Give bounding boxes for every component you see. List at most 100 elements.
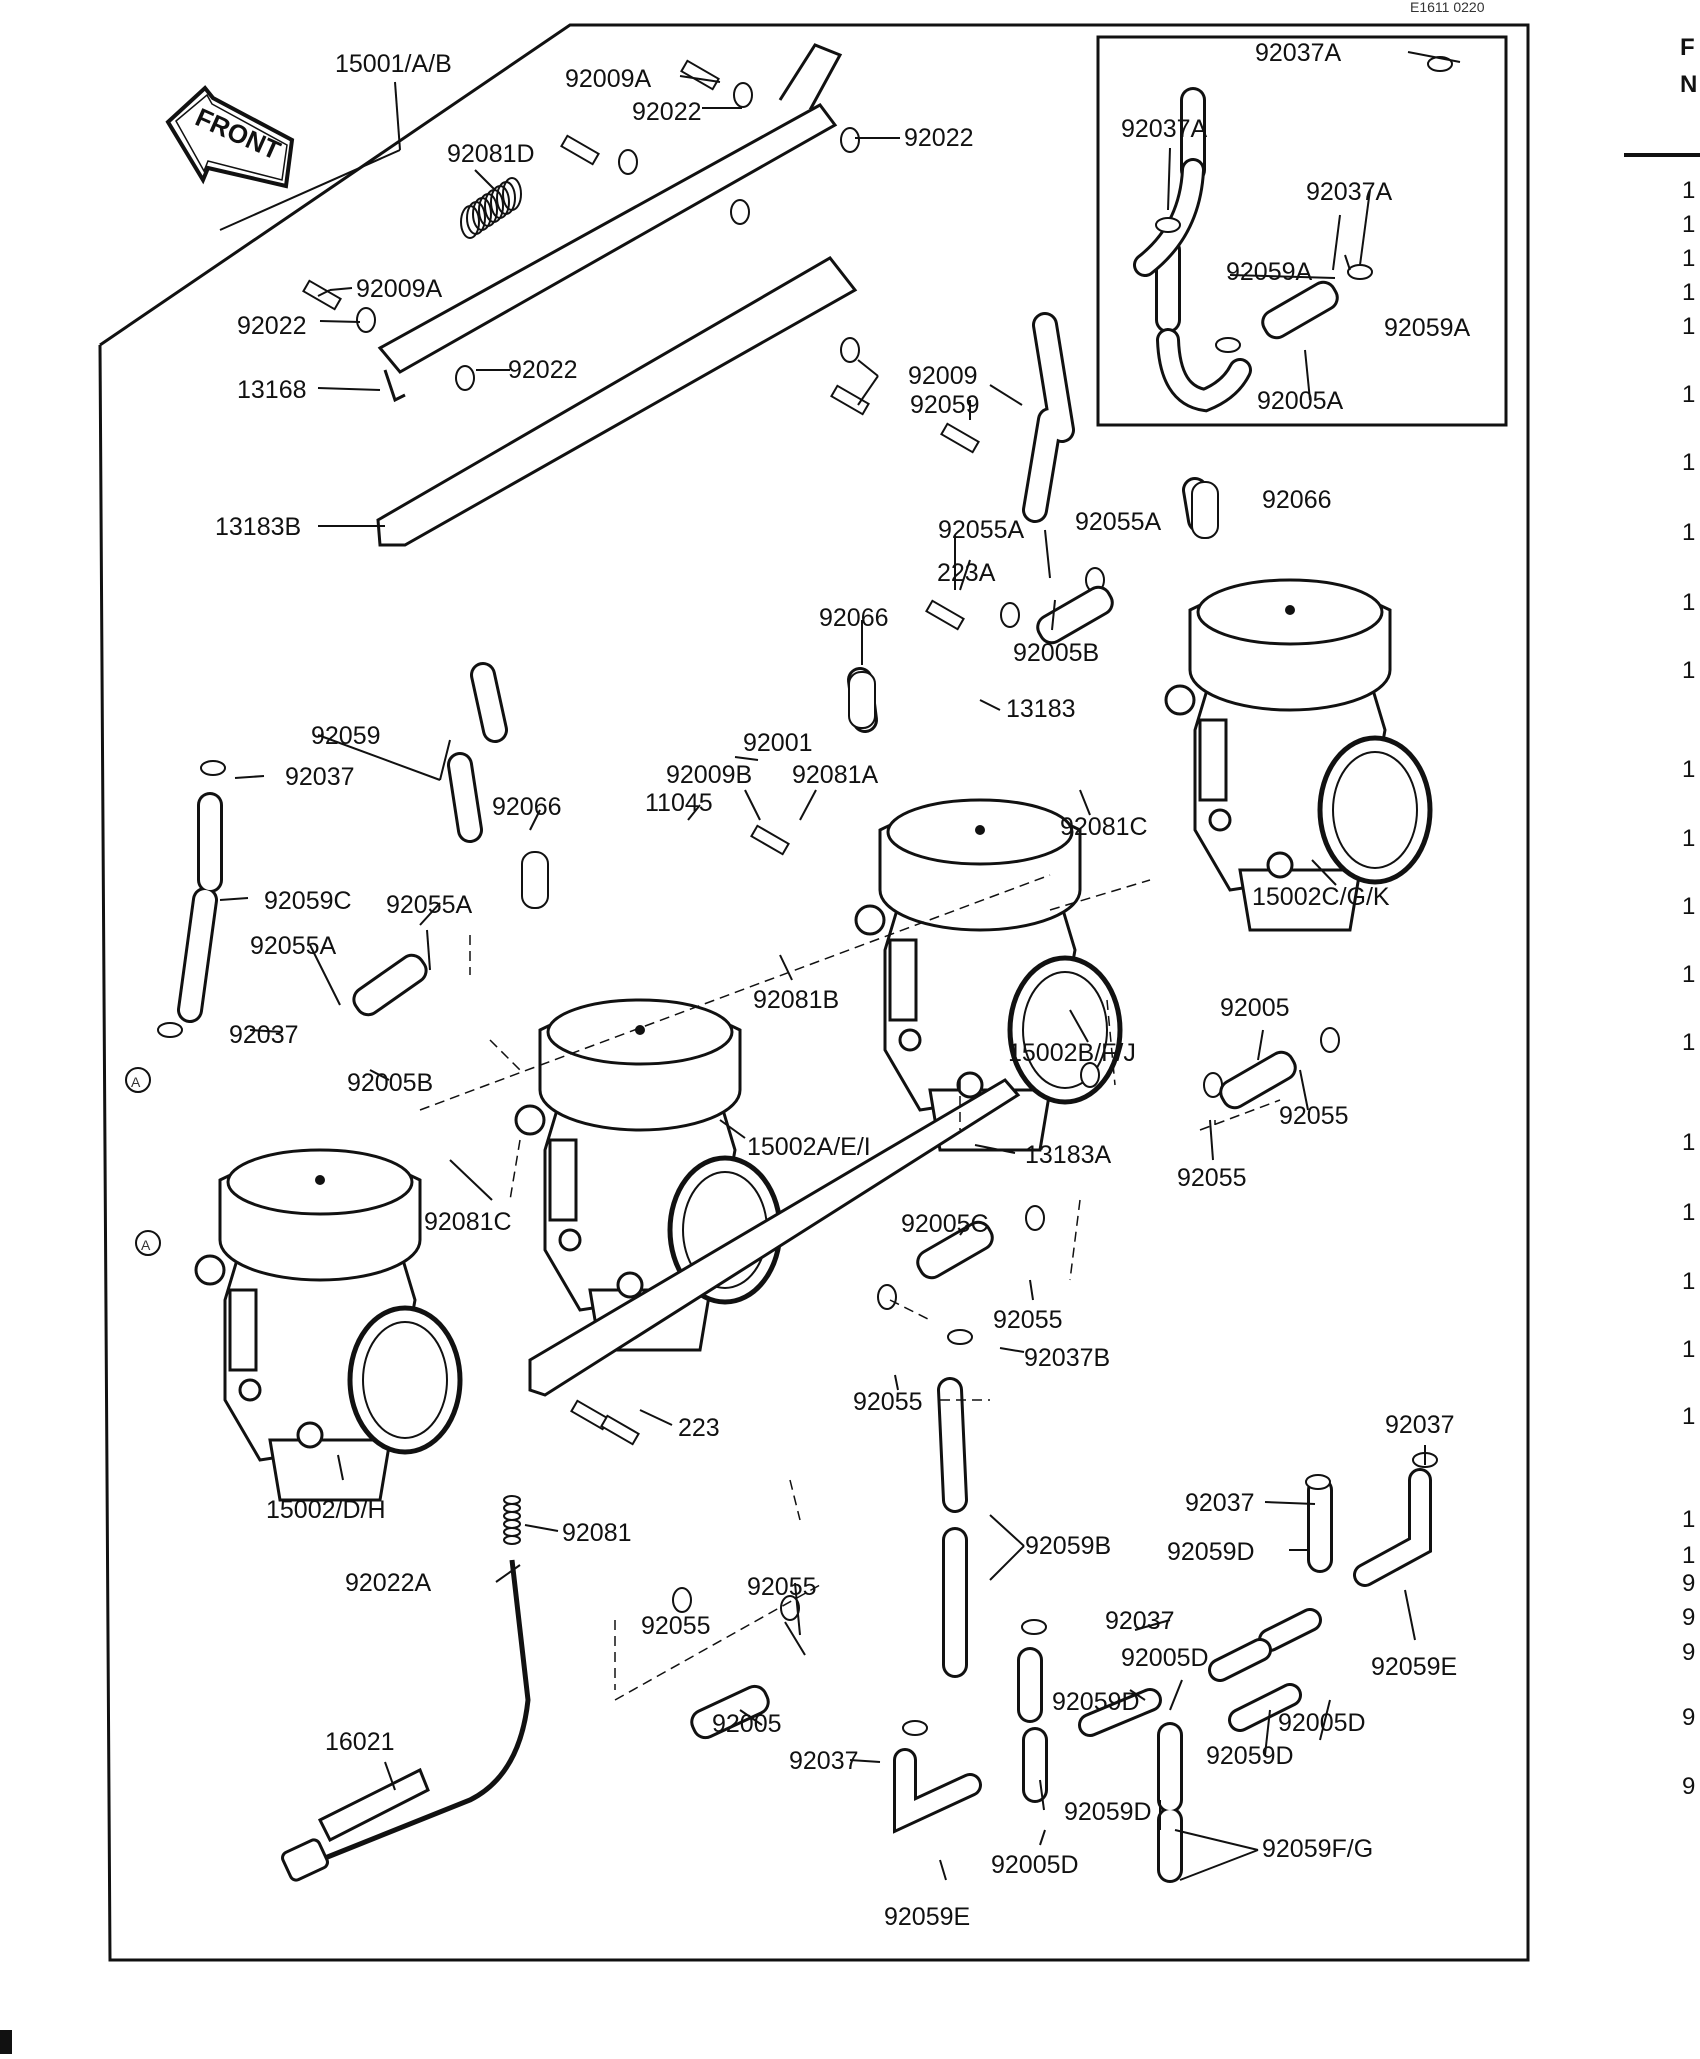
right-column-code: 1 <box>1682 1268 1695 1295</box>
carb-bore-inner <box>362 1321 448 1439</box>
cap <box>521 851 549 909</box>
callout-label: 15001/A/B <box>335 50 452 78</box>
right-column-code: 1 <box>1682 1542 1695 1569</box>
right-column-code: 1 <box>1682 893 1695 920</box>
callout-label: 13168 <box>237 376 307 404</box>
float-bowl <box>268 1438 392 1502</box>
right-column-code: 1 <box>1682 1199 1695 1226</box>
float-bowl <box>1238 868 1362 932</box>
throttle-shaft <box>854 904 886 936</box>
bowl-screw <box>1266 851 1294 879</box>
callout-label: 92022A <box>345 1569 432 1597</box>
leader-line <box>309 944 341 1006</box>
leader-line <box>529 809 541 831</box>
screw <box>560 134 600 166</box>
alignment-line <box>1106 999 1116 1086</box>
bowl-screw <box>956 1071 984 1099</box>
leader-line <box>319 320 361 323</box>
right-column-code: 1 <box>1682 825 1695 852</box>
callout-label: 92005 <box>712 1710 782 1738</box>
callout-label: 92037 <box>1185 1489 1255 1517</box>
callout-label: 92037 <box>1105 1607 1175 1635</box>
carb-bore <box>1007 955 1123 1105</box>
right-column-code: 1 <box>1682 177 1695 204</box>
leader-line <box>1304 349 1311 401</box>
bowl-screw <box>296 1421 324 1449</box>
callout-label: 92059F/G <box>1262 1835 1373 1863</box>
cable-spring-coil <box>503 1519 521 1529</box>
callout-label: 92037 <box>789 1747 859 1775</box>
callout-label: 92055A <box>250 932 337 960</box>
washer <box>618 149 638 175</box>
leader-line <box>719 1119 746 1139</box>
clip <box>1427 56 1453 72</box>
leader-line <box>1174 1829 1259 1851</box>
leader-line <box>1044 529 1051 579</box>
callout-label: 92055A <box>938 516 1025 544</box>
inset-box <box>1096 35 1508 427</box>
right-column-code: 1 <box>1682 1506 1695 1533</box>
curved-hose <box>1211 1641 1269 1679</box>
leader-line <box>329 287 353 291</box>
washer <box>877 1284 897 1310</box>
washer <box>840 337 860 363</box>
cap-screw <box>975 825 985 835</box>
callout-label: 92037A <box>1255 39 1342 67</box>
callout-label: 92022 <box>904 124 974 152</box>
callout-label: 92055 <box>993 1306 1063 1334</box>
callout-label: 92059D <box>1052 1688 1140 1716</box>
callout-label: 92001 <box>743 729 813 757</box>
washer <box>733 82 753 108</box>
throttle-shaft <box>514 1104 546 1136</box>
callout-label: 92059D <box>1064 1798 1152 1826</box>
callout-label: 15002B/F/J <box>1008 1039 1136 1067</box>
throttle-shaft <box>194 1254 226 1286</box>
leader-line <box>1257 1029 1264 1061</box>
cable-adjuster <box>281 1838 329 1882</box>
leader-line <box>1079 789 1091 816</box>
washer <box>730 199 750 225</box>
leader-line <box>799 789 817 821</box>
leader-line <box>1299 1069 1309 1111</box>
callout-label: 92059A <box>1384 314 1471 342</box>
leader-line <box>1359 189 1371 266</box>
alignment-line <box>489 1039 521 1071</box>
leader-line <box>1039 1829 1046 1846</box>
callout-label: 92037B <box>1024 1344 1110 1372</box>
leader-line <box>317 734 441 781</box>
right-column-code: 1 <box>1682 245 1695 272</box>
right-column-code: 1 <box>1682 961 1695 988</box>
leader-line <box>1407 51 1461 63</box>
carburetor-1 <box>194 1148 463 1502</box>
right-column-code: 1 <box>1682 381 1695 408</box>
alignment-line <box>789 1479 801 1521</box>
leader-line <box>989 384 1023 406</box>
rail-hook <box>778 43 843 111</box>
right-column-code: 9 <box>1682 1570 1695 1597</box>
right-column-code: 1 <box>1682 519 1695 546</box>
leader-line <box>679 75 721 83</box>
ref-marker-circle <box>135 1230 161 1256</box>
callout-label: 16021 <box>325 1728 395 1756</box>
callout-label: 92037A <box>1121 115 1208 143</box>
screw <box>830 384 870 416</box>
washer <box>1080 1062 1100 1088</box>
callout-label: 92005 <box>1220 994 1290 1022</box>
callout-label: 15002C/G/K <box>1252 883 1390 911</box>
right-column-code: 1 <box>1682 1129 1695 1156</box>
clip <box>1305 1474 1331 1490</box>
right-column-code: 9 <box>1682 1639 1695 1666</box>
choke-lever <box>888 938 918 1022</box>
choke-lever <box>228 1288 258 1372</box>
callout-label: 15002A/E/I <box>747 1133 871 1161</box>
callout-label: 92022 <box>237 312 307 340</box>
carburetor-4 <box>1164 578 1433 932</box>
callout-label: 92005B <box>347 1069 433 1097</box>
leader-line <box>857 375 879 406</box>
leader-line <box>317 387 381 391</box>
callout-label: 92022 <box>632 98 702 126</box>
leader-line <box>439 739 451 781</box>
alignment-line <box>1049 879 1151 911</box>
clip <box>1155 217 1181 233</box>
leader-line <box>989 1514 1025 1547</box>
